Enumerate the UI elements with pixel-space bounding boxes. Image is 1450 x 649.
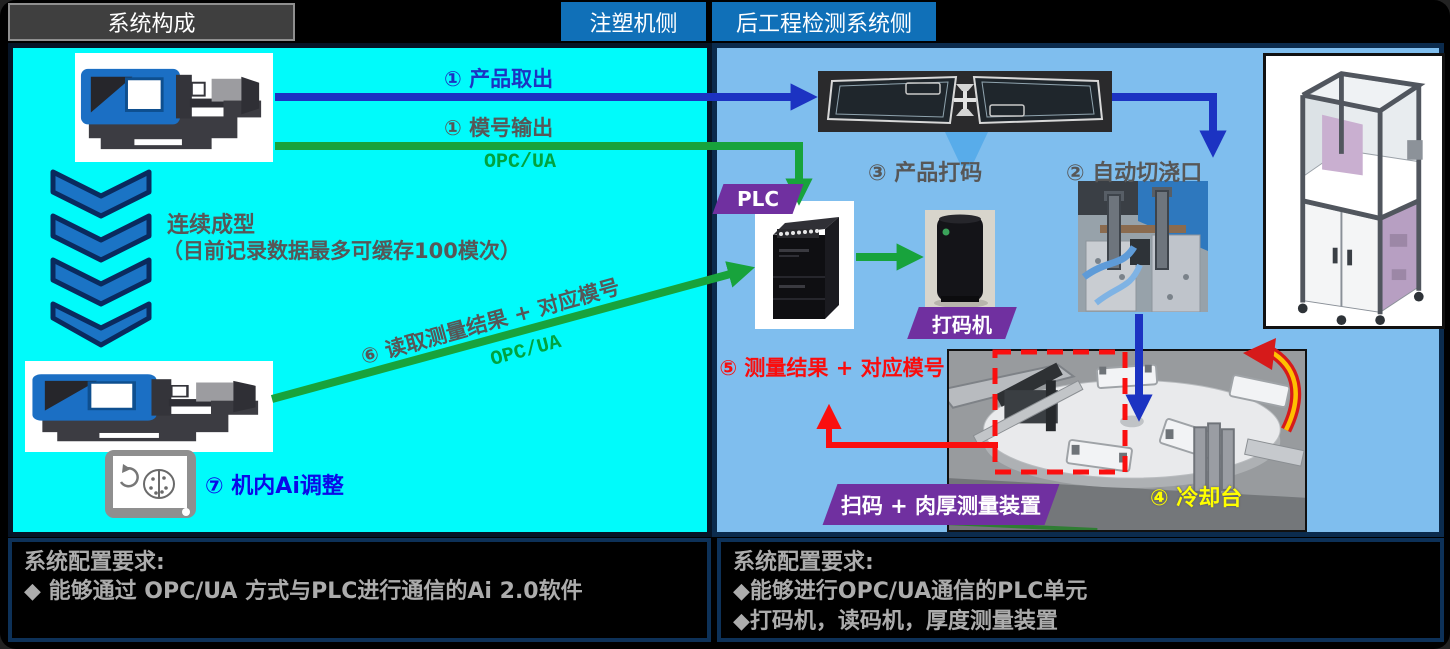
header-post-process-side-label: 后工程检测系统侧	[735, 11, 912, 37]
label-measurement-result: ⑤ 测量结果 + 对应模号	[719, 356, 945, 380]
left-requirements-title: 系统配置要求:	[24, 550, 165, 575]
marking-machine-photo	[925, 210, 995, 310]
header-system-composition-label: 系统构成	[107, 12, 196, 37]
scan-thickness-tag: 扫码 + 肉厚测量装置	[822, 484, 1060, 525]
label-in-machine-ai-adjust: ⑦ 机内Ai调整	[205, 474, 344, 499]
ai-tablet-brain-icon	[103, 448, 198, 520]
plc-tag: PLC	[712, 184, 804, 214]
left-requirements-box: 系统配置要求: ◆ 能够通过 OPC/UA 方式与PLC进行通信的Ai 2.0软…	[8, 538, 711, 642]
marking-machine-tag-label: 打码机	[932, 312, 992, 337]
plc-tag-label: PLC	[736, 187, 780, 211]
label-product-marking: ③ 产品打码	[868, 161, 983, 186]
right-requirement-item-1: ◆能够进行OPC/UA通信的PLC单元	[733, 579, 1088, 604]
header-system-composition: 系统构成	[8, 3, 295, 41]
left-requirement-item: ◆ 能够通过 OPC/UA 方式与PLC进行通信的Ai 2.0软件	[24, 579, 583, 604]
scan-thickness-tag-label: 扫码 + 肉厚测量装置	[840, 493, 1042, 518]
label-opcua-top: OPC/UA	[484, 151, 557, 174]
right-requirement-item-2: ◆打码机，读码机，厚度测量装置	[733, 609, 1058, 634]
header-injection-side-label: 注塑机侧	[589, 11, 678, 37]
chevron-down-arrows-icon	[50, 168, 152, 348]
inspection-enclosure-cad-image	[1263, 53, 1445, 329]
label-cooling-table: ④ 冷却台	[1150, 486, 1243, 511]
label-product-takeout: ① 产品取出	[444, 67, 554, 91]
header-post-process-side: 后工程检测系统侧	[712, 2, 936, 41]
label-continuous-molding-note: （目前记录数据最多可缓存100模次）	[162, 239, 521, 263]
injection-molding-machine-image-top	[75, 53, 273, 162]
marking-machine-tag: 打码机	[907, 307, 1017, 339]
plc-module-photo	[755, 201, 854, 329]
label-auto-gate-cut: ② 自动切浇口	[1066, 161, 1203, 186]
label-continuous-molding: 连续成型	[167, 213, 256, 238]
header-injection-side: 注塑机侧	[561, 2, 706, 41]
auto-gate-cutting-photo	[1078, 181, 1208, 312]
molded-product-photo	[818, 71, 1112, 132]
right-requirements-box: 系统配置要求: ◆能够进行OPC/UA通信的PLC单元 ◆打码机，读码机，厚度测…	[717, 538, 1444, 642]
label-mold-number-output: ① 模号输出	[444, 116, 554, 140]
injection-molding-machine-image-bottom	[25, 361, 273, 452]
right-requirements-title: 系统配置要求:	[733, 550, 874, 575]
